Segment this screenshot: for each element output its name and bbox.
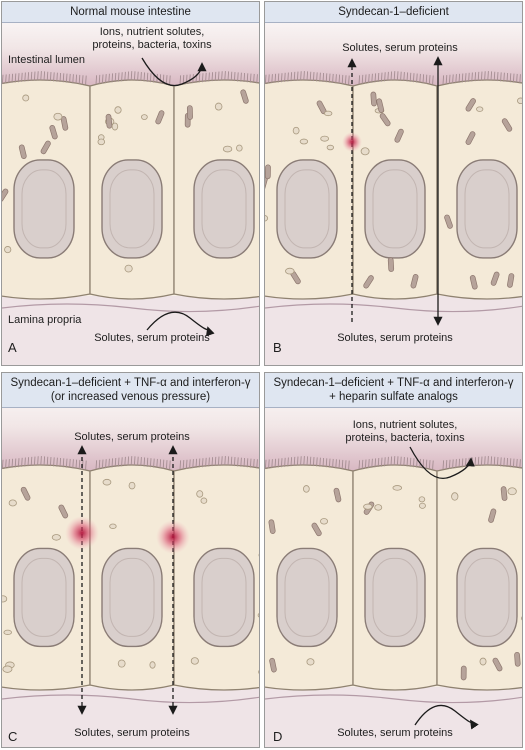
panel-a-epithelium xyxy=(2,2,259,365)
panel-a-bottom-label: Solutes, serum proteins xyxy=(94,332,210,344)
panel-d-title: Syndecan-1–deficient + TNF-α and interfe… xyxy=(265,373,522,408)
panel-c-bottom-label: Solutes, serum proteins xyxy=(74,727,190,739)
panel-c-title-line-2: (or increased venous pressure) xyxy=(50,391,211,403)
panel-d-bottom-label: Solutes, serum proteins xyxy=(337,727,453,739)
panel-a-letter: A xyxy=(8,340,17,355)
panel-a: Normal mouse intestine Ions, nutrient so… xyxy=(1,1,260,366)
panel-d-top-label-1: Ions, nutrient solutes, xyxy=(352,419,458,431)
panel-a-title: Normal mouse intestine xyxy=(2,2,259,23)
panel-d-title-line-2: + heparin sulfate analogs xyxy=(329,391,458,403)
panel-a-top-label-2: proteins, bacteria, toxins xyxy=(92,39,212,51)
panel-b: Syndecan-1–deficient Solutes, serum prot… xyxy=(264,1,523,366)
panel-b-letter: B xyxy=(273,340,282,355)
panel-d-epithelium xyxy=(265,373,522,747)
panel-a-lumen-label: Intestinal lumen xyxy=(8,54,86,66)
panel-c-epithelium xyxy=(2,373,259,747)
panel-d: Syndecan-1–deficient + TNF-α and interfe… xyxy=(264,372,523,748)
panel-b-top-label: Solutes, serum proteins xyxy=(342,42,458,54)
panel-c-letter: C xyxy=(8,729,18,744)
panel-c-title: Syndecan-1–deficient + TNF-α and interfe… xyxy=(2,373,259,408)
panel-d-top-label-2: proteins, bacteria, toxins xyxy=(345,432,465,444)
panel-c-title-line-1: Syndecan-1–deficient + TNF-α and interfe… xyxy=(10,377,251,389)
panel-b-bottom-label: Solutes, serum proteins xyxy=(337,332,453,344)
panel-b-epithelium xyxy=(265,2,522,365)
panel-a-top-label-1: Ions, nutrient solutes, xyxy=(99,26,205,38)
panel-c-top-label: Solutes, serum proteins xyxy=(74,431,190,443)
panel-c: Syndecan-1–deficient + TNF-α and interfe… xyxy=(1,372,260,748)
panel-d-letter: D xyxy=(273,729,283,744)
panel-d-title-line-1: Syndecan-1–deficient + TNF-α and interfe… xyxy=(273,377,514,389)
panel-a-lamina-label: Lamina propria xyxy=(8,314,82,326)
panel-b-title: Syndecan-1–deficient xyxy=(265,2,522,23)
